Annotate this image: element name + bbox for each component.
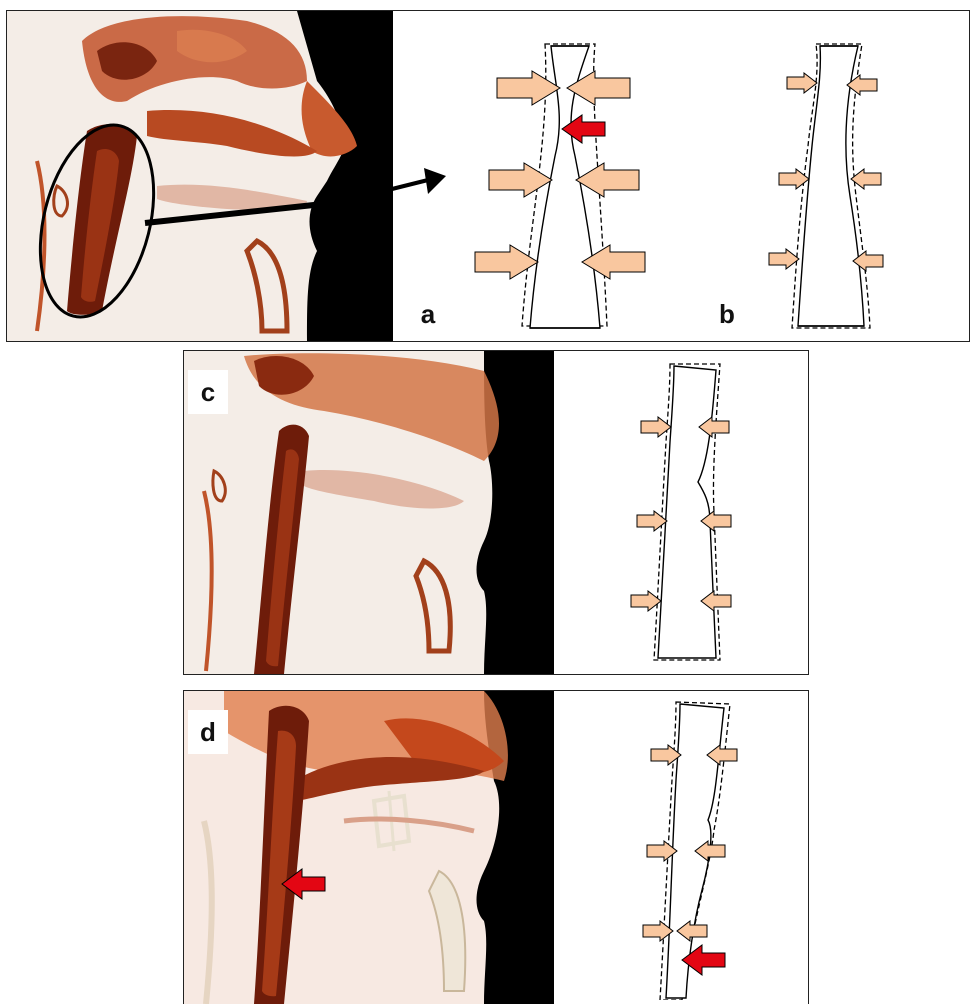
panel-label-d: d	[188, 710, 228, 754]
compression-arrow-icon	[636, 510, 668, 532]
ct-scan-image	[184, 691, 554, 1004]
compression-arrow-icon	[698, 416, 730, 438]
compression-arrow-icon	[488, 162, 554, 198]
ct-scan-sagittal-d	[184, 691, 554, 1004]
black-arrow-icon	[390, 164, 450, 198]
panel-label-b: b	[712, 298, 742, 330]
compression-arrow-icon	[580, 244, 646, 280]
compression-arrow-icon	[640, 416, 672, 438]
compression-arrow-icon	[630, 590, 662, 612]
compression-arrow-icon	[786, 72, 818, 94]
compression-arrow-icon	[496, 70, 562, 106]
compression-arrow-icon	[700, 510, 732, 532]
panel-label-a: a	[413, 298, 443, 330]
compression-arrow-icon	[778, 168, 810, 190]
compression-arrow-icon	[574, 162, 640, 198]
ct-scan-sagittal-c	[184, 351, 554, 674]
compression-arrow-icon	[676, 920, 708, 942]
compression-arrow-icon	[565, 70, 631, 106]
compression-arrow-icon	[642, 920, 674, 942]
compression-arrow-icon	[474, 244, 540, 280]
compression-arrow-icon	[646, 840, 678, 862]
red-left-arrow-icon	[680, 944, 726, 976]
ct-scan-image	[7, 11, 393, 341]
red-left-arrow-icon	[560, 114, 606, 144]
compression-arrow-icon	[768, 248, 800, 270]
compression-arrow-icon	[700, 590, 732, 612]
compression-arrow-icon	[650, 744, 682, 766]
compression-arrow-icon	[850, 168, 882, 190]
compression-arrow-icon	[694, 840, 726, 862]
panel-label-c: c	[188, 370, 228, 414]
ct-scan-sagittal-top	[7, 11, 393, 341]
compression-arrow-icon	[706, 744, 738, 766]
red-left-arrow-icon	[280, 868, 326, 900]
compression-arrow-icon	[852, 250, 884, 272]
ct-scan-image	[184, 351, 554, 674]
compression-arrow-icon	[846, 74, 878, 96]
